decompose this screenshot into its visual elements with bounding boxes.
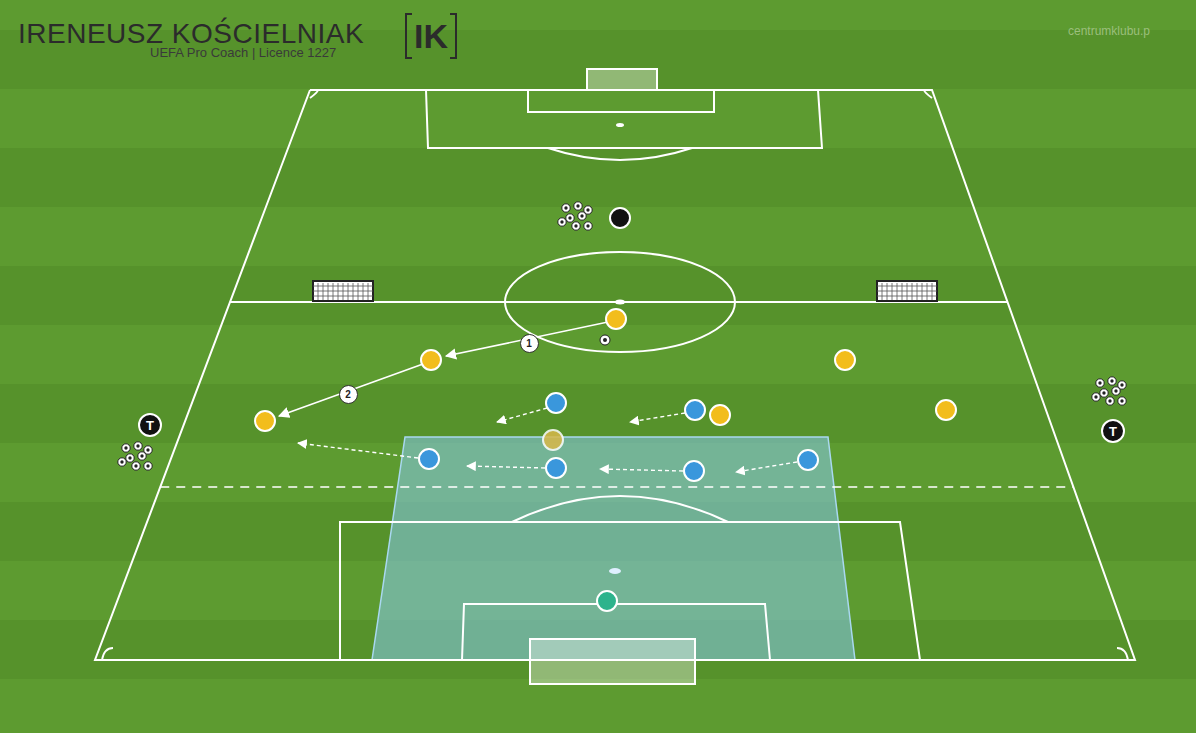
corner-arc bbox=[310, 90, 318, 98]
player-marker bbox=[610, 208, 630, 228]
mini-goal bbox=[313, 281, 373, 301]
run-arrow bbox=[630, 413, 685, 422]
ball bbox=[138, 452, 146, 460]
centre-spot bbox=[615, 300, 625, 305]
ball bbox=[1096, 379, 1104, 387]
ball bbox=[126, 454, 134, 462]
ball bbox=[1092, 393, 1100, 401]
player-marker bbox=[546, 393, 566, 413]
callout-number: 2 bbox=[339, 385, 358, 404]
player-marker bbox=[710, 405, 730, 425]
player-marker bbox=[936, 400, 956, 420]
ball bbox=[1118, 397, 1126, 405]
node-text: T bbox=[146, 418, 154, 433]
ball bbox=[1112, 387, 1120, 395]
node-text: IK bbox=[414, 17, 448, 56]
bottom-goal bbox=[530, 639, 695, 684]
ball bbox=[1106, 397, 1114, 405]
coach-marker: T bbox=[1101, 419, 1125, 443]
top-goal bbox=[587, 69, 657, 90]
player-marker bbox=[685, 400, 705, 420]
player-marker bbox=[798, 450, 818, 470]
ball bbox=[574, 202, 582, 210]
run-arrow bbox=[467, 466, 545, 468]
player-marker bbox=[546, 458, 566, 478]
ball bbox=[1108, 377, 1116, 385]
run-arrow bbox=[298, 443, 418, 458]
bottom-penalty-spot bbox=[609, 568, 621, 574]
grass-stripe bbox=[0, 266, 1196, 325]
ball bbox=[1100, 389, 1108, 397]
subtitle-text: UEFA Pro Coach | Licence 1227 bbox=[150, 45, 336, 60]
player-marker bbox=[255, 411, 275, 431]
logo-bracket bbox=[406, 14, 412, 58]
ball bbox=[572, 222, 580, 230]
top-goal-area bbox=[528, 90, 714, 112]
player-marker bbox=[421, 350, 441, 370]
bottom-penalty-arc bbox=[512, 496, 728, 522]
ball bbox=[600, 335, 610, 345]
player-marker bbox=[543, 430, 563, 450]
shaded-zone bbox=[372, 437, 855, 660]
ball bbox=[562, 204, 570, 212]
player-marker bbox=[606, 309, 626, 329]
ball bbox=[118, 458, 126, 466]
logo-box: IK bbox=[410, 15, 452, 58]
player-marker bbox=[835, 350, 855, 370]
ball bbox=[122, 444, 130, 452]
grass-stripe bbox=[0, 148, 1196, 207]
run-arrow bbox=[736, 462, 797, 472]
node-text: T bbox=[1109, 424, 1117, 439]
player-marker bbox=[597, 591, 617, 611]
watermark-text: centrumklubu.p bbox=[1068, 24, 1150, 38]
pass-arrow bbox=[279, 364, 423, 416]
ball bbox=[584, 222, 592, 230]
player-marker bbox=[684, 461, 704, 481]
run-arrow bbox=[497, 408, 547, 422]
pitch-outline bbox=[95, 90, 1135, 660]
corner-arc bbox=[102, 648, 113, 660]
player-marker bbox=[419, 449, 439, 469]
corner-arc bbox=[1117, 648, 1128, 660]
ball bbox=[558, 218, 566, 226]
pass-arrow bbox=[446, 322, 608, 356]
mini-goal bbox=[877, 281, 937, 301]
run-arrow bbox=[600, 469, 683, 471]
dashed-zone-line bbox=[160, 486, 1073, 488]
top-penalty-spot bbox=[616, 123, 624, 127]
logo-bracket bbox=[450, 14, 456, 58]
callout-number: 1 bbox=[520, 334, 539, 353]
top-penalty-arc bbox=[548, 148, 692, 160]
ball bbox=[566, 214, 574, 222]
ball bbox=[578, 212, 586, 220]
ball bbox=[134, 442, 142, 450]
ball bbox=[132, 462, 140, 470]
top-penalty-box bbox=[426, 90, 822, 148]
ball bbox=[144, 462, 152, 470]
corner-arc bbox=[924, 90, 932, 98]
coach-marker: T bbox=[138, 413, 162, 437]
